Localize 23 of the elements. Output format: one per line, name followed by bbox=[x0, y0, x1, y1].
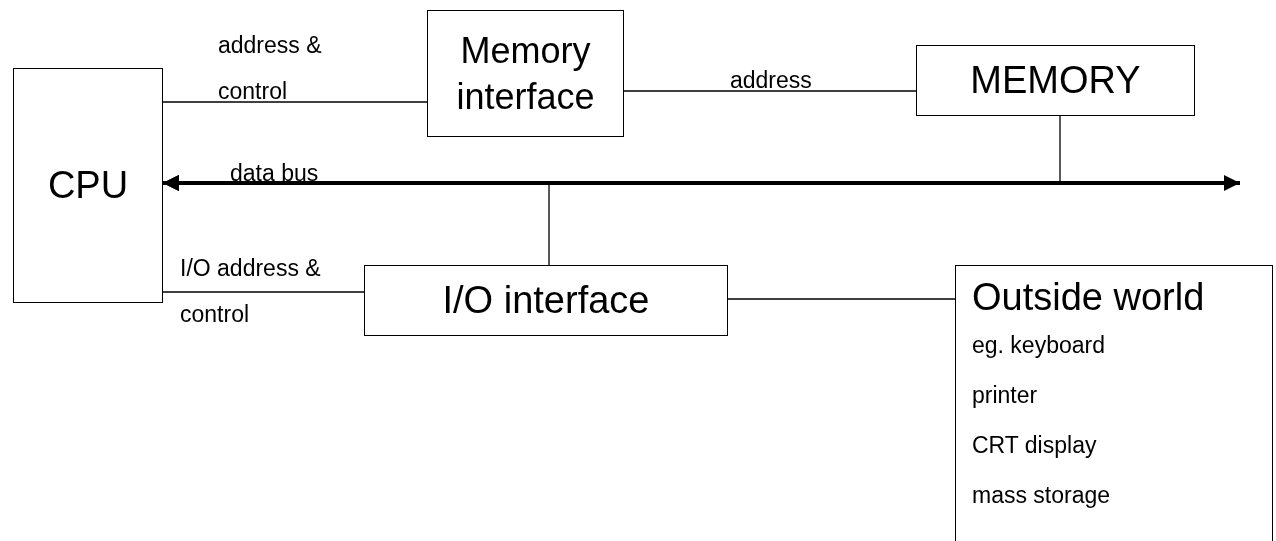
block-box bbox=[916, 45, 1195, 116]
edge-label: address bbox=[730, 66, 813, 95]
block-title: Outside world bbox=[972, 275, 1205, 320]
connector-line bbox=[623, 90, 917, 92]
device-item: eg. keyboard bbox=[972, 331, 1105, 360]
device-item: mass storage bbox=[972, 481, 1111, 510]
block-box bbox=[427, 10, 624, 137]
block-box bbox=[13, 68, 163, 303]
block-box bbox=[364, 265, 728, 336]
edge-label: address & control bbox=[218, 31, 323, 106]
device-item: printer bbox=[972, 381, 1038, 410]
connector-line bbox=[162, 291, 365, 293]
connector-line bbox=[162, 101, 428, 103]
block-title: MEMORY bbox=[970, 58, 1141, 103]
block-title: Memory interface bbox=[455, 28, 596, 119]
edge-label: I/O address & control bbox=[180, 254, 322, 329]
edge-label: data bus bbox=[230, 159, 320, 188]
block-title: I/O interface bbox=[442, 278, 650, 323]
connector-line bbox=[727, 298, 956, 300]
bus-line bbox=[163, 175, 1240, 191]
device-box bbox=[955, 265, 1273, 541]
device-item: CRT display bbox=[972, 431, 1097, 460]
block-title: CPU bbox=[47, 163, 129, 208]
